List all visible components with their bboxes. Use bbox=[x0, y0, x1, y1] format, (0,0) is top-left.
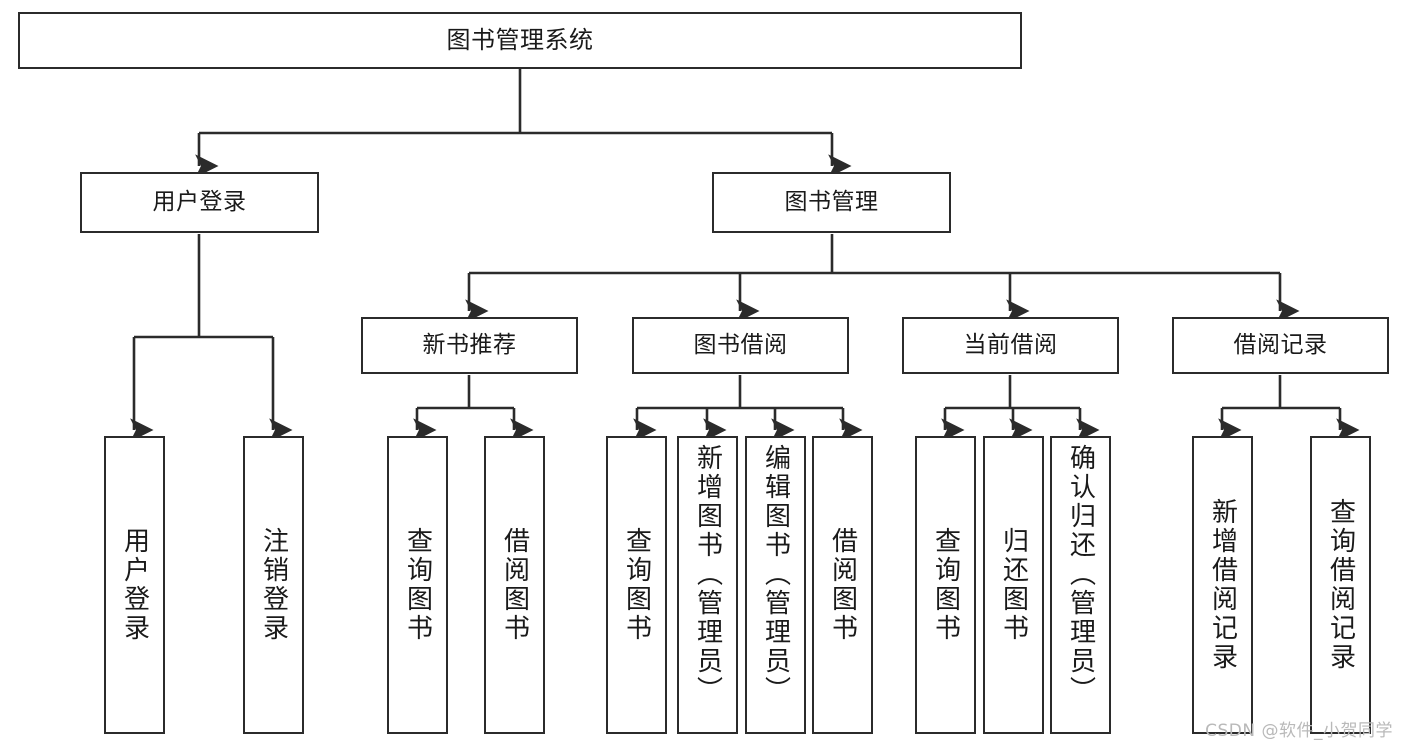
node-root-system[interactable]: 图书管理系统 bbox=[18, 12, 1022, 69]
node-label: 查询图书 bbox=[402, 527, 433, 643]
node-label: 当前借阅 bbox=[963, 332, 1058, 359]
node-label: 借阅记录 bbox=[1233, 332, 1328, 359]
node-label: 新增图书（管理员） bbox=[692, 444, 723, 705]
leaf-add-book-admin[interactable]: 新增图书（管理员） bbox=[677, 436, 738, 734]
leaf-query-borrow-record[interactable]: 查询借阅记录 bbox=[1310, 436, 1371, 734]
node-label: 注销登录 bbox=[258, 527, 289, 643]
leaf-logout[interactable]: 注销登录 bbox=[243, 436, 304, 734]
leaf-confirm-return-admin[interactable]: 确认归还（管理员） bbox=[1050, 436, 1111, 734]
leaf-query-book-recommend[interactable]: 查询图书 bbox=[387, 436, 448, 734]
node-label: 图书借阅 bbox=[693, 332, 788, 359]
node-label: 确认归还（管理员） bbox=[1065, 444, 1096, 705]
node-label: 查询图书 bbox=[930, 527, 961, 643]
node-label: 查询图书 bbox=[621, 527, 652, 643]
node-label: 新增借阅记录 bbox=[1207, 498, 1238, 672]
node-new-book-recommend[interactable]: 新书推荐 bbox=[361, 317, 578, 374]
node-label: 查询借阅记录 bbox=[1325, 498, 1356, 672]
node-borrow-record[interactable]: 借阅记录 bbox=[1172, 317, 1389, 374]
leaf-query-book-borrow[interactable]: 查询图书 bbox=[606, 436, 667, 734]
leaf-return-book[interactable]: 归还图书 bbox=[983, 436, 1044, 734]
leaf-query-book-current[interactable]: 查询图书 bbox=[915, 436, 976, 734]
leaf-borrow-book[interactable]: 借阅图书 bbox=[812, 436, 873, 734]
node-label: 用户登录 bbox=[152, 189, 247, 216]
node-user-login[interactable]: 用户登录 bbox=[80, 172, 319, 233]
node-label: 图书管理 bbox=[784, 189, 879, 216]
node-label: 编辑图书（管理员） bbox=[760, 444, 791, 705]
leaf-user-login[interactable]: 用户登录 bbox=[104, 436, 165, 734]
node-label: 借阅图书 bbox=[827, 527, 858, 643]
node-label: 归还图书 bbox=[998, 527, 1029, 643]
leaf-add-borrow-record[interactable]: 新增借阅记录 bbox=[1192, 436, 1253, 734]
node-current-borrow[interactable]: 当前借阅 bbox=[902, 317, 1119, 374]
node-label: 新书推荐 bbox=[422, 332, 517, 359]
watermark-text: CSDN @软件_小贺同学 bbox=[1205, 721, 1393, 741]
node-label: 图书管理系统 bbox=[446, 25, 594, 54]
node-label: 用户登录 bbox=[119, 527, 150, 643]
node-book-borrow[interactable]: 图书借阅 bbox=[632, 317, 849, 374]
leaf-edit-book-admin[interactable]: 编辑图书（管理员） bbox=[745, 436, 806, 734]
leaf-borrow-book-recommend[interactable]: 借阅图书 bbox=[484, 436, 545, 734]
node-label: 借阅图书 bbox=[499, 527, 530, 643]
node-book-management[interactable]: 图书管理 bbox=[712, 172, 951, 233]
